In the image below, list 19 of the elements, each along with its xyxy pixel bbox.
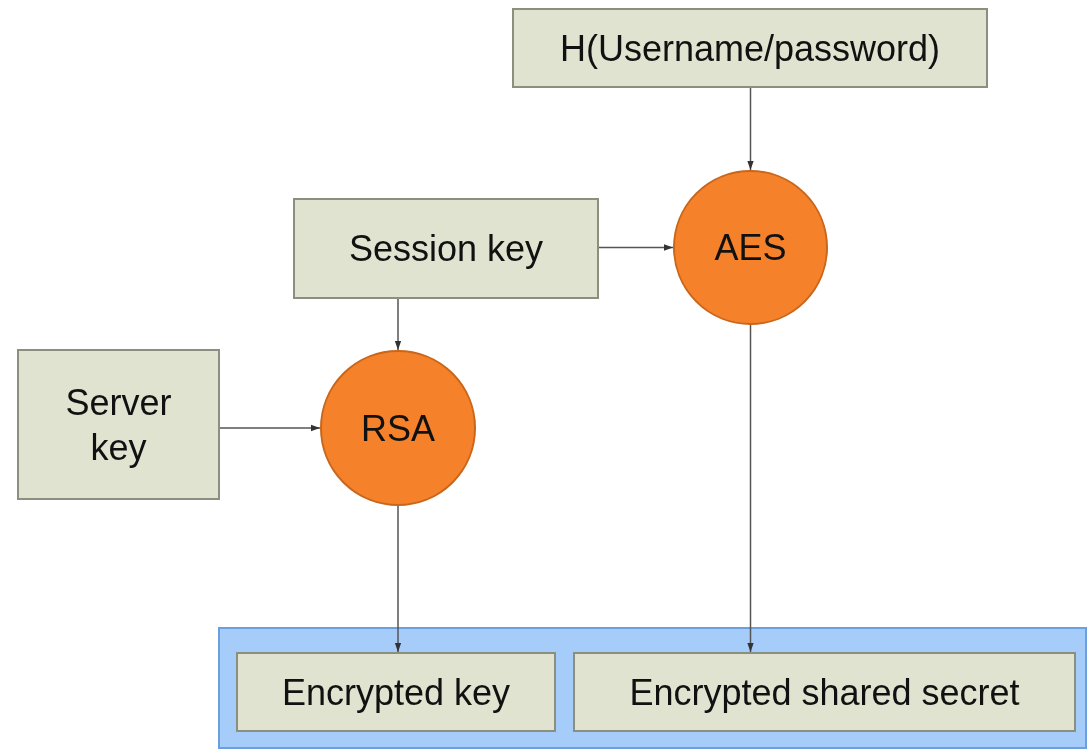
arrow [219,424,321,432]
node-label: AES [714,226,787,270]
arrow [598,244,674,251]
arrow [394,505,402,653]
node-label: Session key [348,227,544,271]
rectangle-box [512,8,988,88]
node-label: H(Username/password) [559,26,941,71]
rectangle-box [293,198,599,299]
node-label: Encrypted shared secret [629,670,1020,715]
group-panel [218,627,1087,749]
rectangle-box [236,652,556,732]
rectangle-box [17,349,220,500]
arrow [747,87,754,171]
node-label: RSA [361,406,435,451]
arrow [394,298,402,351]
arrow [747,324,754,653]
rectangle-box [573,652,1076,732]
node-label: Server key [64,380,173,470]
node-label: Encrypted key [281,670,511,715]
